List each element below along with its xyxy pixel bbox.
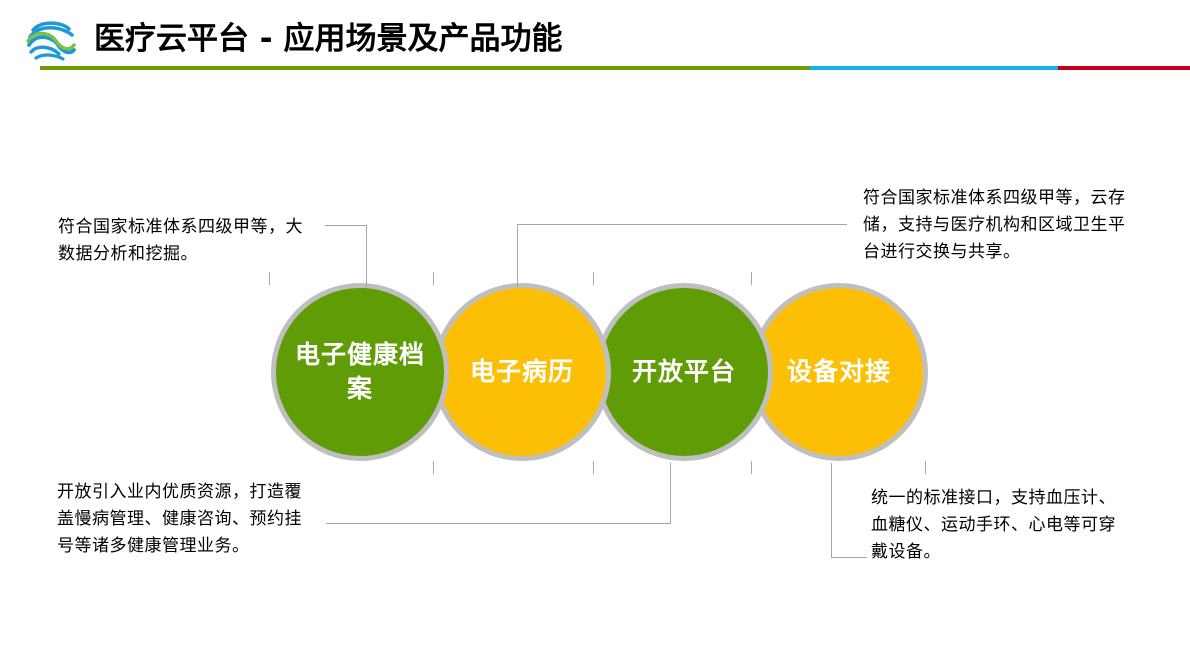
connector-top-right-horizontal [517,224,847,225]
callout-top-left: 符合国家标准体系四级甲等，大数据分析和挖掘。 [58,217,303,264]
header-rule-blue [810,66,1058,70]
circle-label: 设备对接 [786,357,891,386]
callout-bottom-left: 开放引入业内优质资源，打造覆盖慢病管理、健康咨询、预约挂号等诸多健康管理业务。 [57,482,302,556]
connector-top-left-vertical [366,225,367,287]
connector-bottom-left-vertical [670,463,671,523]
connector-top-right-vertical [517,224,518,288]
connector-bottom-right-vertical [831,463,832,557]
circle-electronic-health-record[interactable]: 电子健康档案 [271,283,449,461]
circle-label: 电子病历 [469,357,574,386]
slide-header: 医疗云平台 - 应用场景及产品功能 [0,0,1190,80]
tick-mark [751,461,752,474]
page-title: 医疗云平台 - 应用场景及产品功能 [94,21,563,57]
circle-label: 开放平台 [631,357,736,386]
tick-mark [593,272,594,285]
header-rule-green [40,66,810,70]
circle-label: 电子健康档案 [294,340,425,403]
connector-bottom-right-horizontal [831,557,867,558]
medical-cloud-logo-icon [22,14,80,66]
tick-mark [269,272,270,285]
tick-mark [433,461,434,474]
connector-bottom-left-horizontal [326,523,671,524]
circle-device-integration[interactable]: 设备对接 [750,283,928,461]
tick-mark [593,461,594,474]
circle-electronic-medical-record[interactable]: 电子病历 [433,283,611,461]
header-rule-red [1058,66,1190,70]
callout-bottom-right: 统一的标准接口，支持血压计、血糖仪、运动手环、心电等可穿戴设备。 [871,488,1116,562]
tick-mark [925,461,926,474]
tick-mark [433,272,434,285]
callout-top-right: 符合国家标准体系四级甲等，云存储，支持与医疗机构和区域卫生平台进行交换与共享。 [863,188,1126,262]
connector-top-left-horizontal [325,225,367,226]
circle-open-platform[interactable]: 开放平台 [595,283,773,461]
tick-mark [751,272,752,285]
